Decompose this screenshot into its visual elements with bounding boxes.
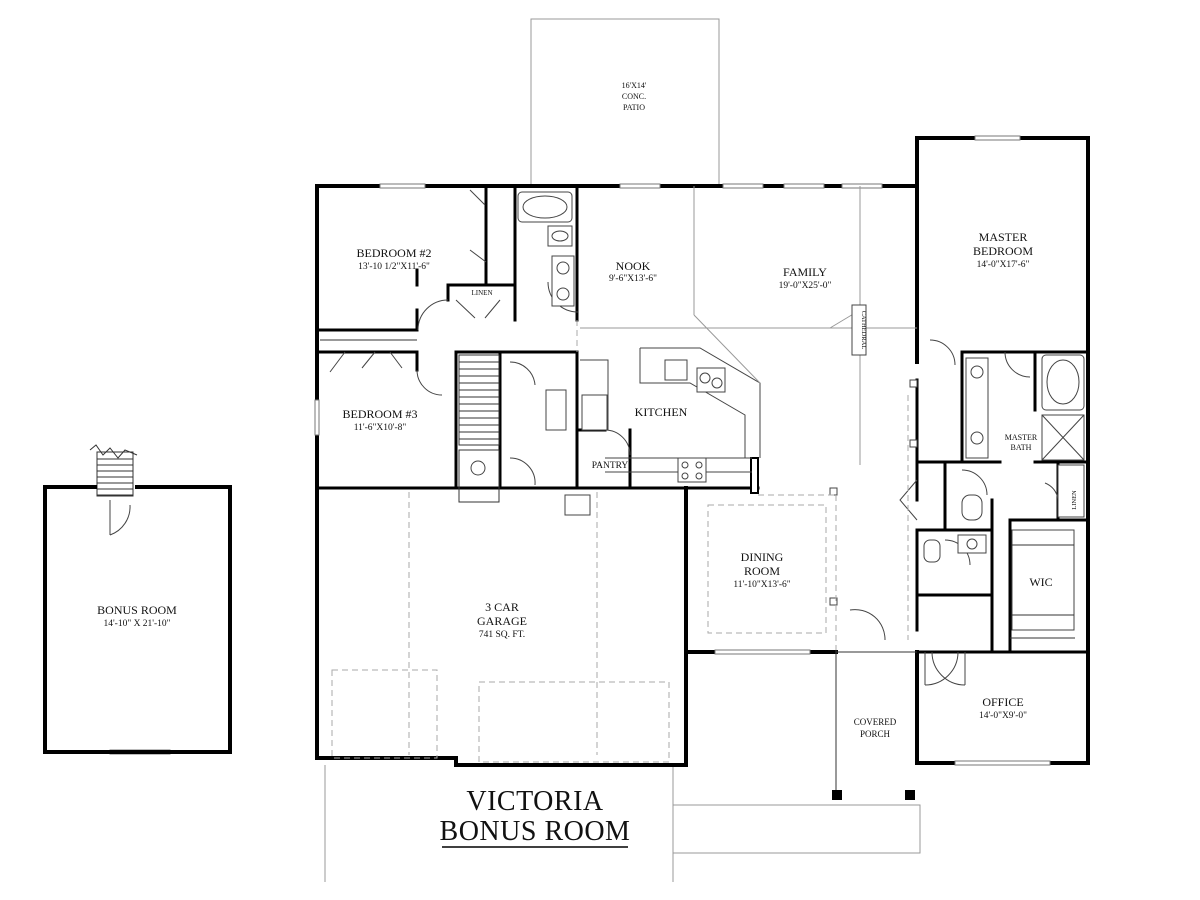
patio-outline <box>530 18 720 187</box>
plan-title-line2: BONUS ROOM <box>440 816 631 847</box>
master-bedroom-dims: 14'-0"X17'-6" <box>977 260 1030 270</box>
pantry-label: PANTRY <box>592 461 629 471</box>
nook-name: NOOK <box>616 259 651 273</box>
covered-porch-line2: PORCH <box>860 729 891 739</box>
bedroom2-dims: 13'-10 1/2"X11'-6" <box>358 262 430 272</box>
cathedral-label: CATHEDRAL <box>860 311 867 350</box>
patio-label-line1: 16'X14' <box>622 81 647 90</box>
patio-label-line2: CONC. <box>622 92 646 101</box>
wic-label: WIC <box>1029 575 1052 589</box>
kitchen-name: KITCHEN <box>635 405 688 419</box>
office-name: OFFICE <box>982 695 1023 709</box>
master-bedroom-line1: MASTER <box>979 230 1028 244</box>
stairs <box>89 354 500 503</box>
family-dims: 19'-0"X25'-0" <box>779 281 832 291</box>
master-bath-line2: BATH <box>1011 443 1032 452</box>
office-dims: 14'-0"X9'-0" <box>979 711 1027 721</box>
dining-room-line1: DINING <box>741 550 784 564</box>
master-bath-line1: MASTER <box>1005 433 1038 442</box>
bedroom3-name: BEDROOM #3 <box>342 407 417 421</box>
bonus-room-dims: 14'-10" X 21'-10" <box>103 619 170 629</box>
porch-posts <box>832 790 915 800</box>
bedroom3-dims: 11'-6"X10'-8" <box>354 423 407 433</box>
windows <box>109 135 1051 766</box>
doors <box>109 189 1059 686</box>
garage-line1: 3 CAR <box>485 600 519 614</box>
linen-hall-label: LINEN <box>472 289 493 297</box>
room-labels: 16'X14' CONC. PATIO BEDROOM #2 13'-10 1/… <box>97 81 1078 739</box>
fixtures <box>320 191 1085 639</box>
driveway-outline <box>324 765 921 882</box>
dashed-lines <box>331 186 917 790</box>
plan-title: VICTORIA BONUS ROOM <box>440 786 631 848</box>
bonus-room-walls <box>43 485 232 754</box>
dining-room-dims: 11'-10"X13'-6" <box>733 580 790 590</box>
garage-line2: GARAGE <box>477 614 527 628</box>
covered-porch-line1: COVERED <box>854 717 897 727</box>
bonus-room-name: BONUS ROOM <box>97 603 177 617</box>
family-name: FAMILY <box>783 265 827 279</box>
nook-dims: 9'-6"X13'-6" <box>609 274 657 284</box>
garage-dims: 741 SQ. FT. <box>479 630 525 640</box>
dining-room-line2: ROOM <box>744 564 780 578</box>
plan-title-line1: VICTORIA <box>466 786 604 817</box>
master-bedroom-line2: BEDROOM <box>973 244 1033 258</box>
linen-bath-label: LINEN <box>1071 490 1078 510</box>
patio-label-line3: PATIO <box>623 103 645 112</box>
bedroom2-name: BEDROOM #2 <box>356 246 431 260</box>
